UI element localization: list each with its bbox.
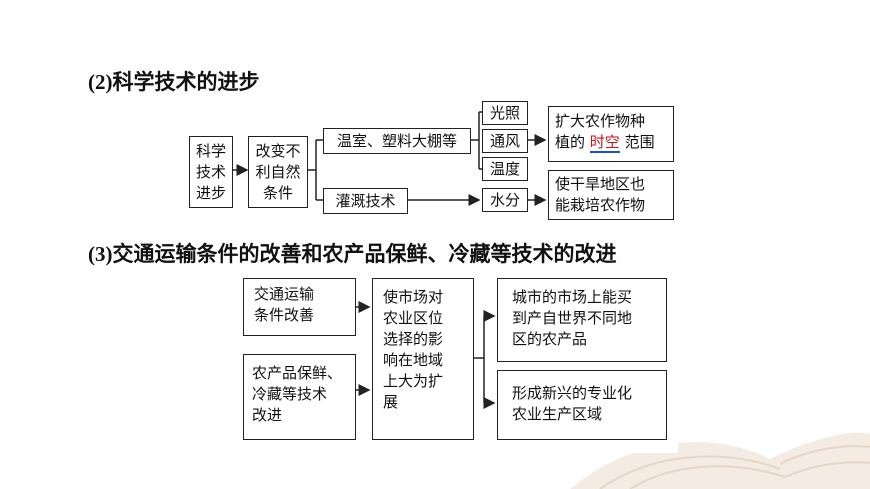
node-preservation: 农产品保鲜、 冷藏等技术 改进 [243,354,356,440]
section2-diagram: 科学 技术 进步 改变不 利自然 条件 温室、塑料大棚等 灌溉技术 光照 通风 … [183,96,691,223]
section3-connectors [356,301,496,409]
book-decoration [570,432,870,489]
node-temperature: 温度 [482,157,528,181]
node-water: 水分 [482,188,528,212]
highlight-underline [589,151,620,153]
node-arid-cultivation: 使干旱地区也 能栽培农作物 [548,170,674,220]
node-light: 光照 [482,101,528,125]
node-city-market: 城市的市场上能买 到产自世界不同地 区的农产品 [497,278,667,362]
node-transport: 交通运输 条件改善 [243,278,356,336]
section2-heading: (2)科学技术的进步 [88,69,260,94]
section3-heading: (3)交通运输条件的改善和农产品保鲜、冷藏等技术的改进 [88,241,617,266]
node-greenhouse: 温室、塑料大棚等 [323,128,471,154]
node-change-conditions: 改变不 利自然 条件 [248,136,308,208]
section2-connectors [233,111,547,206]
node-ventilation: 通风 [482,129,528,153]
node-tech-progress: 科学 技术 进步 [189,136,233,208]
node-irrigation: 灌溉技术 [323,188,408,214]
node-market-expansion: 使市场对 农业区位 选择的影 响在地域 上大为扩 展 [372,278,474,440]
section3-diagram: 交通运输 条件改善 农产品保鲜、 冷藏等技术 改进 使市场对 农业区位 选择的影… [231,270,678,453]
node-expand-range: 扩大农作物种 植的 时空 范围 [548,106,674,162]
highlight-space-time: 时空 [589,133,620,153]
node-specialized-region: 形成新兴的专业化 农业生产区域 [497,370,667,440]
